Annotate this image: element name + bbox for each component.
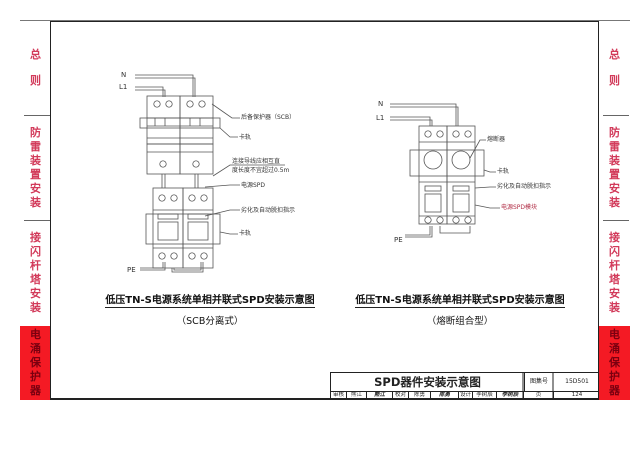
tab-surge-protector[interactable]: 电 涌 保 护 器 [20, 326, 51, 400]
designer-name: 李树辰 [473, 391, 497, 400]
tab-divider [24, 220, 50, 221]
tab-char: 装 [609, 196, 620, 209]
tab-char: 防 [30, 126, 41, 139]
tab-char: 总 [30, 47, 41, 61]
tab-char: 电 [609, 328, 620, 341]
tab-general[interactable]: 总 则 [599, 20, 630, 115]
tab-char: 接 [30, 231, 41, 244]
atlas-number: 15D501 [565, 378, 589, 385]
callout-wire-note-2: 度长度不宜超过0.5m [232, 167, 290, 174]
tab-char: 装 [30, 301, 41, 314]
title-block: SPD器件安装示意图 图集号 15D501 审核 熊江 熊江 校对 陈勇 陈勇 … [330, 372, 599, 400]
tab-char: 装 [30, 196, 41, 209]
tab-char: 器 [609, 384, 620, 397]
tab-char: 雷 [30, 140, 41, 153]
tab-char: 保 [30, 356, 41, 369]
callout-scb: 后备保护器（SCB） [241, 114, 296, 121]
atlas-label: 图集号 [529, 378, 548, 385]
tab-char: 装 [609, 301, 620, 314]
trim-line [20, 20, 630, 21]
tab-char: 安 [30, 182, 41, 195]
tab-air-terminal[interactable]: 接 闪 杆 塔 安 装 [20, 221, 51, 325]
title-block-row-1: SPD器件安装示意图 图集号 15D501 [331, 373, 599, 392]
checker-name: 陈勇 [409, 391, 431, 400]
caption-right-sub: （熔断组合型） [426, 316, 494, 327]
callout-fuse: 熔断器 [487, 136, 506, 143]
title-block-row-2: 审核 熊江 熊江 校对 陈勇 陈勇 设计 李树辰 李树辰 页 124 [331, 391, 599, 400]
tab-char: 电 [30, 328, 41, 341]
tab-char: 护 [30, 370, 41, 383]
tab-char: 涌 [30, 342, 41, 355]
wire-label-l1: L1 [376, 114, 385, 122]
callout-rail-bottom: 卡轨 [239, 230, 252, 237]
tab-char: 闪 [30, 245, 41, 258]
tab-char: 安 [609, 287, 620, 300]
callout-rail: 卡轨 [497, 168, 510, 175]
designer-signature: 李树辰 [497, 391, 524, 400]
tab-char: 护 [609, 370, 620, 383]
tab-char: 装 [30, 154, 41, 167]
tab-char: 雷 [609, 140, 620, 153]
tab-char: 安 [609, 182, 620, 195]
tab-char: 则 [609, 73, 620, 87]
tab-lightning-device[interactable]: 防 雷 装 置 安 装 [599, 116, 630, 220]
tab-char: 杆 [609, 259, 620, 272]
check-label: 校对 [393, 391, 409, 400]
tab-char: 接 [609, 231, 620, 244]
tab-char: 置 [30, 168, 41, 181]
tab-char: 塔 [609, 273, 620, 286]
caption-left-main: 低压TN-S电源系统单相并联式SPD安装示意图 [105, 291, 315, 308]
caption-right: 低压TN-S电源系统单相并联式SPD安装示意图 （熔断组合型） [340, 288, 580, 327]
tab-divider [24, 115, 50, 116]
callout-indicator: 劣化及自动脱扣指示 [241, 207, 296, 214]
callout-spd-module: 电源SPD模块 [501, 204, 538, 211]
tab-divider [603, 115, 629, 116]
wire-label-n: N [378, 100, 384, 108]
right-section-tabs: 总 则 防 雷 装 置 安 装 接 闪 杆 塔 安 装 电 涌 保 护 器 [599, 20, 630, 400]
wire-label-l1: L1 [119, 83, 128, 91]
page-label: 页 [524, 391, 554, 400]
caption-right-main: 低压TN-S电源系统单相并联式SPD安装示意图 [355, 291, 565, 308]
design-label: 设计 [459, 391, 473, 400]
tab-air-terminal[interactable]: 接 闪 杆 塔 安 装 [599, 221, 630, 325]
callout-rail-top: 卡轨 [239, 134, 252, 141]
callout-indicator: 劣化及自动脱扣指示 [497, 183, 552, 190]
tab-divider [603, 220, 629, 221]
tab-char: 塔 [30, 273, 41, 286]
tab-char: 防 [609, 126, 620, 139]
tab-char: 杆 [30, 259, 41, 272]
wire-label-n: N [121, 71, 127, 79]
tab-char: 器 [30, 384, 41, 397]
tab-char: 装 [609, 154, 620, 167]
tab-lightning-device[interactable]: 防 雷 装 置 安 装 [20, 116, 51, 220]
tab-char: 则 [30, 73, 41, 87]
tab-surge-protector[interactable]: 电 涌 保 护 器 [599, 326, 630, 400]
drawing-title: SPD器件安装示意图 [331, 373, 525, 391]
left-section-tabs: 总 则 防 雷 装 置 安 装 接 闪 杆 塔 安 装 电 涌 保 护 器 [20, 20, 51, 400]
caption-left-sub: （SCB分离式） [176, 316, 244, 327]
wire-label-pe: PE [127, 266, 136, 274]
tab-general[interactable]: 总 则 [20, 20, 51, 115]
tab-char: 安 [30, 287, 41, 300]
tab-char: 涌 [609, 342, 620, 355]
tab-char: 总 [609, 47, 620, 61]
checker-signature: 陈勇 [431, 391, 459, 400]
reviewer-name: 熊江 [347, 391, 367, 400]
tab-char: 保 [609, 356, 620, 369]
reviewer-signature: 熊江 [367, 391, 393, 400]
review-label: 审核 [331, 391, 347, 400]
wire-label-pe: PE [394, 236, 403, 244]
page-number: 124 [571, 392, 583, 398]
tab-char: 闪 [609, 245, 620, 258]
drawing-frame [50, 21, 599, 400]
caption-left: 低压TN-S电源系统单相并联式SPD安装示意图 （SCB分离式） [80, 288, 340, 327]
callout-wire-note-1: 连接导线应相互直 [232, 158, 281, 165]
tab-char: 置 [609, 168, 620, 181]
callout-spd: 电源SPD [241, 182, 266, 189]
